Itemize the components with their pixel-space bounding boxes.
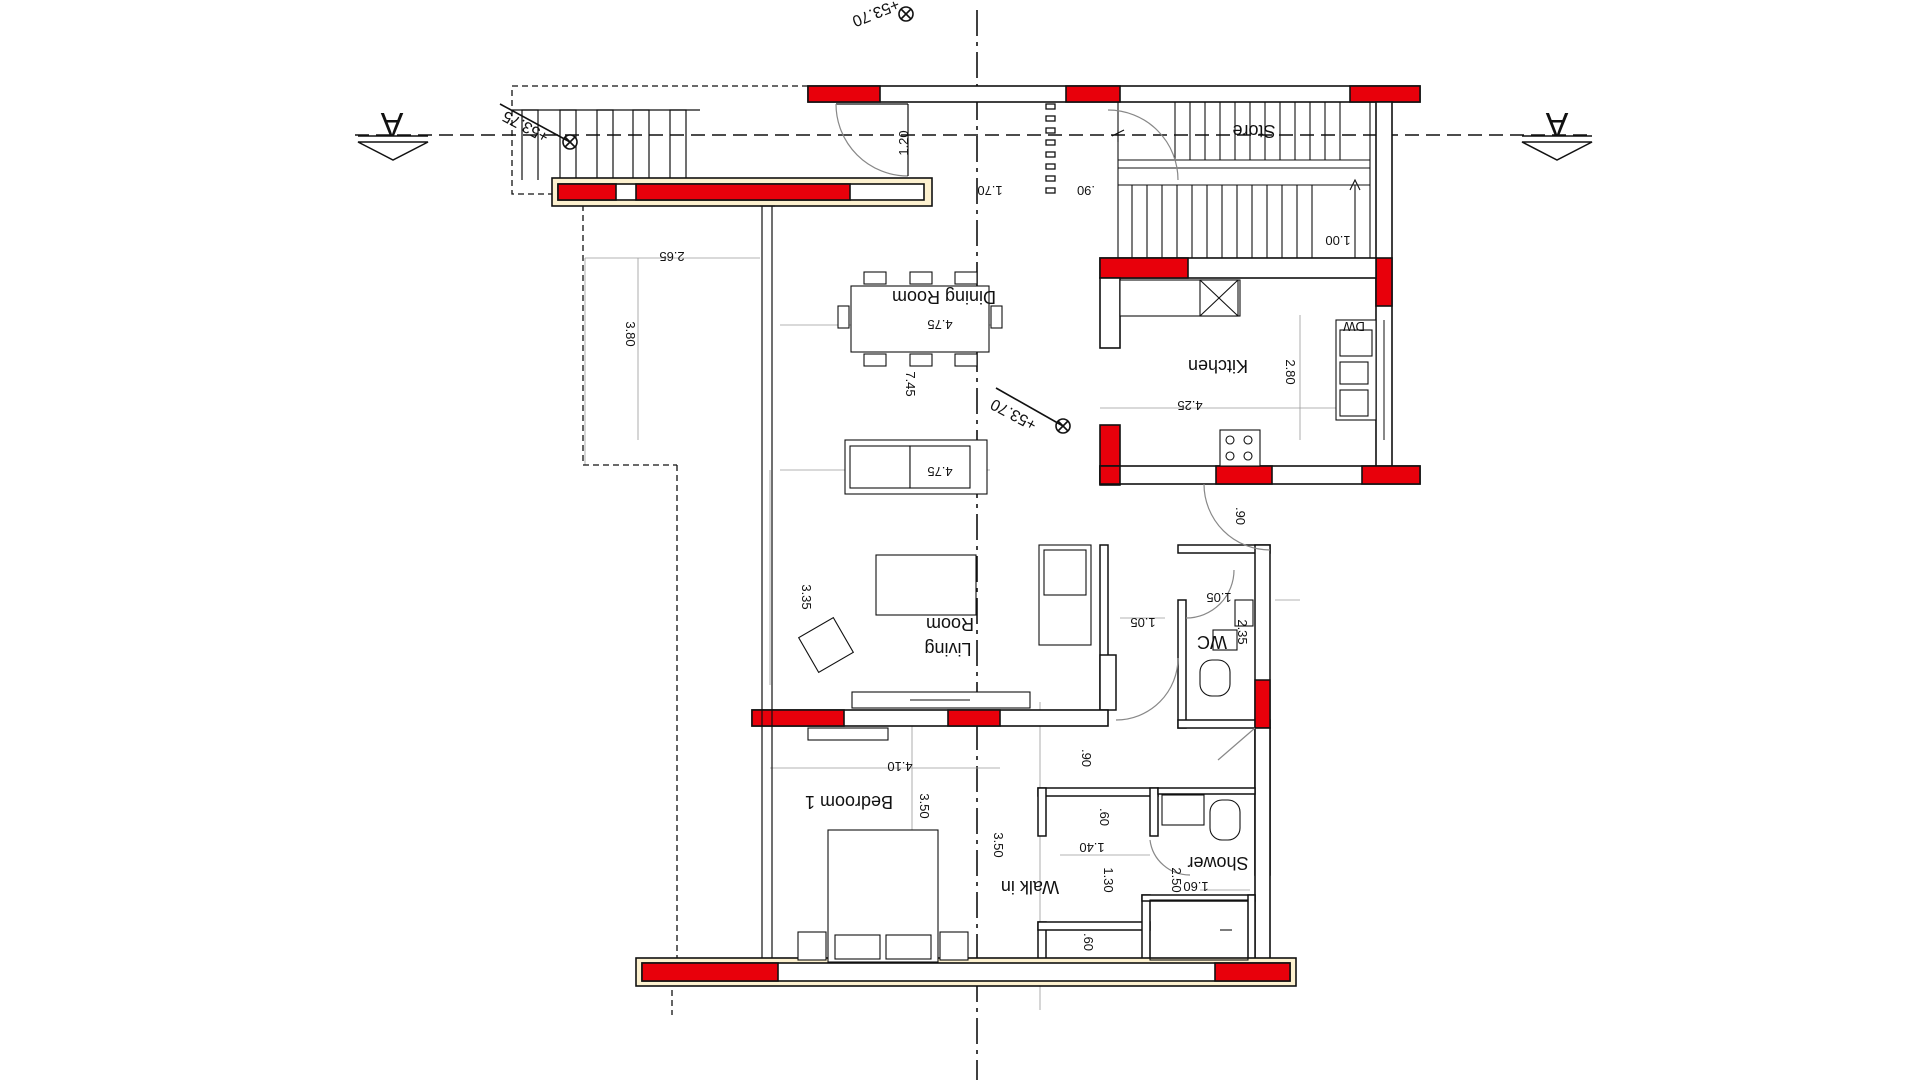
dim-3-50-bedroom: 3.50 (917, 793, 932, 818)
armchair-right (1038, 544, 1092, 646)
room-label-wc: WC (1197, 632, 1227, 652)
armchair-left (797, 616, 855, 674)
dim-4-10: 4.10 (887, 759, 912, 774)
kitchen-units (1119, 279, 1377, 467)
dim-1-70: 1.70 (977, 183, 1002, 198)
dim-060-a: .60 (1097, 808, 1112, 826)
appliance-label-dw: DW (1342, 319, 1364, 334)
room-label-living-line2: Room (926, 614, 974, 634)
coffee-table (875, 554, 977, 616)
kitchen-wall-top (1099, 257, 1377, 279)
section-marker-left-label: A (380, 105, 403, 143)
room-label-bedroom-1: Bedroom 1 (805, 792, 893, 812)
dim-2-80: 2.80 (1283, 359, 1298, 384)
dim-1-40: 1.40 (1079, 840, 1104, 855)
dim-7-45: 7.45 (903, 371, 918, 396)
doors (835, 103, 1271, 876)
sideboard (807, 727, 889, 741)
bottom-wall (635, 957, 1297, 987)
dim-1-30: 1.30 (1101, 867, 1116, 892)
dim-090-hall: .90 (1079, 749, 1094, 767)
dim-4-25: 4.25 (1177, 398, 1202, 413)
level-marker-symbol (499, 6, 1071, 434)
living-partition (1099, 544, 1117, 711)
stair-edge-marks (1045, 103, 1056, 194)
dim-090-kitchen-door: .90 (1233, 507, 1248, 525)
dim-3-80: 3.80 (623, 321, 638, 346)
dim-3-50-walk-in: 3.50 (991, 832, 1006, 857)
room-label-store: Store (1232, 121, 1275, 141)
dim-1-05-hall: 1.05 (1130, 615, 1155, 630)
tv-unit (851, 691, 1031, 709)
room-label-shower: Shower (1187, 853, 1248, 873)
living-sofa (844, 439, 988, 495)
dining-table (837, 271, 1003, 367)
upper-terrace-outline (511, 85, 808, 1015)
room-label-living-line1: Living (924, 639, 971, 659)
room-label-kitchen: Kitchen (1188, 356, 1248, 376)
dim-090-top: .90 (1077, 183, 1095, 198)
kitchen-wall-bottom (1099, 465, 1421, 485)
dim-1-60: 1.60 (1183, 879, 1208, 894)
section-marker-right-label: A (1545, 105, 1568, 143)
shower-fixtures (1149, 794, 1249, 961)
section-marker-right (1521, 135, 1593, 161)
level-mark-top: +53.70 (850, 0, 902, 29)
bed (797, 829, 969, 963)
dim-3-35: 3.35 (799, 584, 814, 609)
right-lower-wall (1254, 727, 1271, 964)
kitchen-wall-left (1099, 277, 1121, 486)
mid-wall (751, 709, 1109, 727)
dim-4-75-dining: 4.75 (927, 317, 952, 332)
right-upper-wall (1375, 101, 1393, 473)
section-marker-left (357, 135, 429, 161)
dim-2-50: 2.50 (1169, 867, 1184, 892)
wc-fixtures (1199, 599, 1254, 697)
dim-1-05-wc: 1.05 (1206, 590, 1231, 605)
dim-2-65: 2.65 (659, 249, 684, 264)
room-label-dining: Dining Room (892, 287, 996, 307)
room-label-walk-in: Walk in (1001, 877, 1059, 897)
balcony-wall (551, 177, 933, 207)
level-mark-dining: +53.70 (988, 395, 1040, 433)
dim-060-b: .60 (1081, 933, 1096, 951)
glazed-facade (760, 205, 775, 958)
dim-4-75-living: 4.75 (927, 464, 952, 479)
dim-1-00: 1.00 (1325, 233, 1350, 248)
level-mark-balcony: +53.75 (500, 107, 552, 145)
external-stair (512, 109, 700, 180)
top-wall (807, 85, 1421, 103)
dim-1-20: 1.20 (896, 130, 911, 155)
dim-2-35: 2.35 (1235, 619, 1250, 644)
